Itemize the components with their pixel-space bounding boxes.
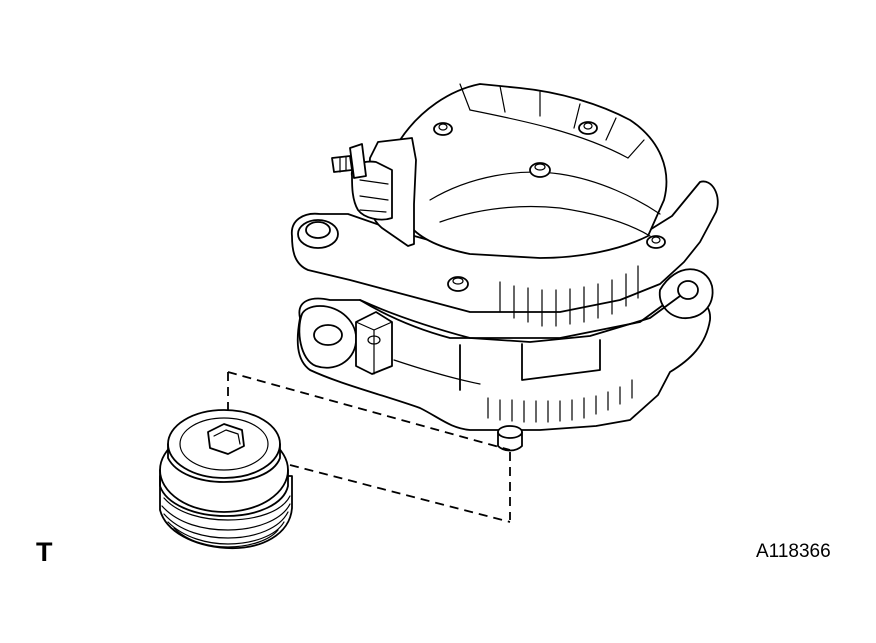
right-lower-ear (658, 268, 714, 319)
pulley-hex-socket (207, 423, 245, 455)
right-mount-hole (677, 280, 699, 300)
alternator-lower-housing (296, 295, 711, 431)
alternator (291, 83, 719, 452)
upper-vent-slots (499, 265, 639, 327)
alternator-upper-flange (291, 180, 719, 313)
cover-bolts (433, 121, 666, 292)
terminal-stud (331, 155, 353, 173)
lower-mount-hole (313, 324, 343, 346)
pulley (159, 409, 293, 549)
illustration-id: A118366 (756, 541, 831, 562)
corner-mark: T (36, 537, 53, 567)
lower-vent-slots (487, 379, 633, 423)
upper-mount-boss (297, 219, 339, 249)
